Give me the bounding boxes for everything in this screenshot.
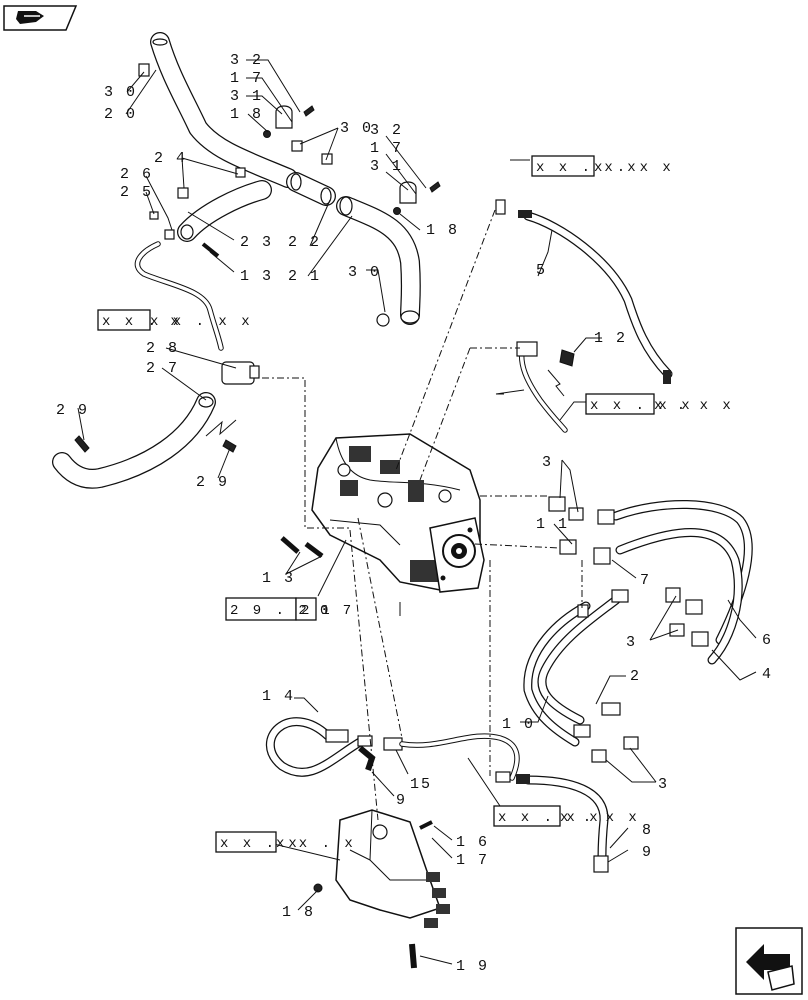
callout-21: 2 1	[288, 268, 321, 285]
reference-box-middle-right[interactable]: x x . x x x . x x	[585, 393, 734, 415]
callout-9: 9	[642, 844, 653, 861]
callout-3: 3	[658, 776, 669, 793]
reference-box-pump[interactable]: 2 9 . 2 1 2 0 7	[225, 597, 354, 621]
upper-hose-group	[134, 32, 441, 351]
callout-29: 2 9	[196, 474, 229, 491]
callout-17: 1 7	[370, 140, 403, 157]
callout-31: 3 1	[230, 88, 263, 105]
callout-13: 1 3	[240, 268, 273, 285]
callout-10: 1 0	[502, 716, 535, 733]
callout-19: 1 9	[456, 958, 489, 975]
callout-16: 1 6	[456, 834, 489, 851]
reference-box-text: x x . x x	[590, 398, 693, 414]
left-hose-group	[52, 361, 260, 489]
callout-25: 2 5	[120, 184, 153, 201]
reference-box-mid-text: 2	[301, 603, 312, 619]
control-valve	[313, 809, 450, 969]
reference-box-top-right[interactable]: x x . x x x . x x	[531, 155, 674, 177]
callout-31: 3 1	[370, 158, 403, 175]
callout-23: 2 3	[240, 234, 273, 251]
callout-11: 1 1	[536, 516, 569, 533]
callout-5: 5	[536, 262, 547, 279]
callout-32: 3 2	[370, 122, 403, 139]
callout-20: 2 0	[104, 106, 137, 123]
callout-28: 2 8	[146, 340, 179, 357]
callout-26: 2 6	[120, 166, 153, 183]
callout-18: 1 8	[230, 106, 263, 123]
callout-30: 3 0	[340, 120, 373, 137]
callout-6: 6	[762, 632, 773, 649]
callout-24: 2 4	[154, 150, 187, 167]
hydraulic-pump	[311, 433, 485, 593]
reference-box-text: x x . x	[102, 314, 182, 330]
hose-5	[495, 199, 673, 384]
reference-box-text: x x . x x	[498, 810, 601, 826]
catalogue-book-icon[interactable]	[3, 5, 78, 31]
callout-4: 4	[762, 666, 773, 683]
lower-hose-group	[265, 717, 609, 873]
callout-18: 1 8	[426, 222, 459, 239]
reference-box-valve[interactable]: x x . x x x . x	[215, 831, 356, 853]
callout-32: 3 2	[230, 52, 263, 69]
reference-extra-text: x x . x	[276, 836, 356, 852]
previous-page-arrow-icon[interactable]	[735, 927, 803, 995]
right-hose-bundle	[523, 496, 753, 763]
reference-extra-text: 0 7	[320, 603, 354, 619]
callout-13: 1 3	[262, 570, 295, 587]
reference-box-text: 2 9 . 2 1	[230, 603, 333, 619]
callout-15: 15	[410, 776, 432, 793]
callout-9: 9	[396, 792, 407, 809]
callout-17: 1 7	[230, 70, 263, 87]
callout-7: 7	[640, 572, 651, 589]
reference-box-text: x x . x x	[536, 160, 639, 176]
callout-30: 3 0	[348, 264, 381, 281]
reference-box-text: x x . x	[220, 836, 300, 852]
hose-12	[516, 341, 575, 433]
callout-27: 2 7	[146, 360, 179, 377]
pump-bolts	[280, 536, 324, 558]
connection-lines	[262, 209, 583, 821]
reference-extra-text: x x . x x	[150, 314, 253, 330]
callout-18: 1 8	[282, 904, 315, 921]
callout-2: 2	[630, 668, 641, 685]
reference-box-lower-right[interactable]: x x . x x x . x x	[493, 805, 640, 827]
callout-8: 8	[642, 822, 653, 839]
callout-14: 1 4	[262, 688, 295, 705]
reference-extra-text: x . x x	[654, 398, 734, 414]
callout-22: 2 2	[288, 234, 321, 251]
reference-extra-text: x . x x	[594, 160, 674, 176]
callout-3: 3	[542, 454, 553, 471]
callout-17: 1 7	[456, 852, 489, 869]
reference-box-upper-left[interactable]: x x . x x x . x x	[97, 309, 253, 331]
reference-extra-text: x . x x	[560, 810, 640, 826]
callout-3: 3	[626, 634, 637, 651]
callout-30: 3 0	[104, 84, 137, 101]
callout-29: 2 9	[56, 402, 89, 419]
callout-12: 1 2	[594, 330, 627, 347]
callout-labels: 3 2 1 7 3 1 1 8 3 0 2 0 3 0 3 2 1 7 3 1 …	[56, 52, 773, 975]
